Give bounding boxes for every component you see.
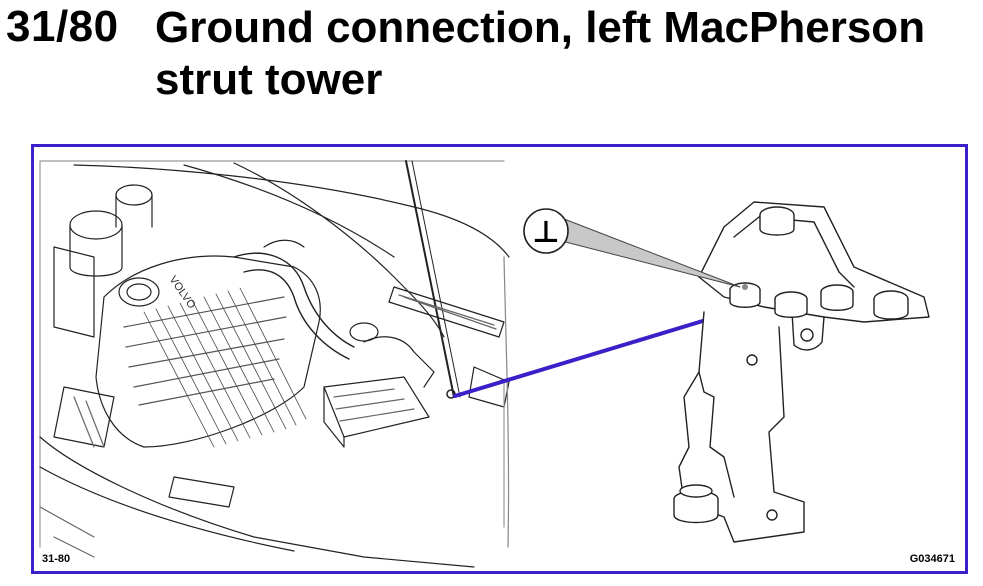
engine-cover-brand: VOLVO (167, 274, 198, 312)
ground-symbol-callout: ⊥ (523, 208, 741, 288)
illustration-frame: VOLVO (31, 144, 968, 574)
ground-symbol: ⊥ (532, 215, 559, 250)
engine-bay-drawing: VOLVO (39, 160, 510, 568)
engine-bay-illustration: VOLVO (39, 160, 930, 568)
ground-bracket-detail (673, 201, 930, 543)
page-title: Ground connection, left MacPherson strut… (155, 3, 926, 104)
section-number: 31/80 (6, 2, 119, 51)
page-header: 31/80 Ground connection, left MacPherson… (0, 0, 983, 110)
leader-line (453, 318, 708, 398)
figure-code-left: 31-80 (42, 553, 71, 565)
figure-code-right: G034671 (909, 553, 955, 565)
